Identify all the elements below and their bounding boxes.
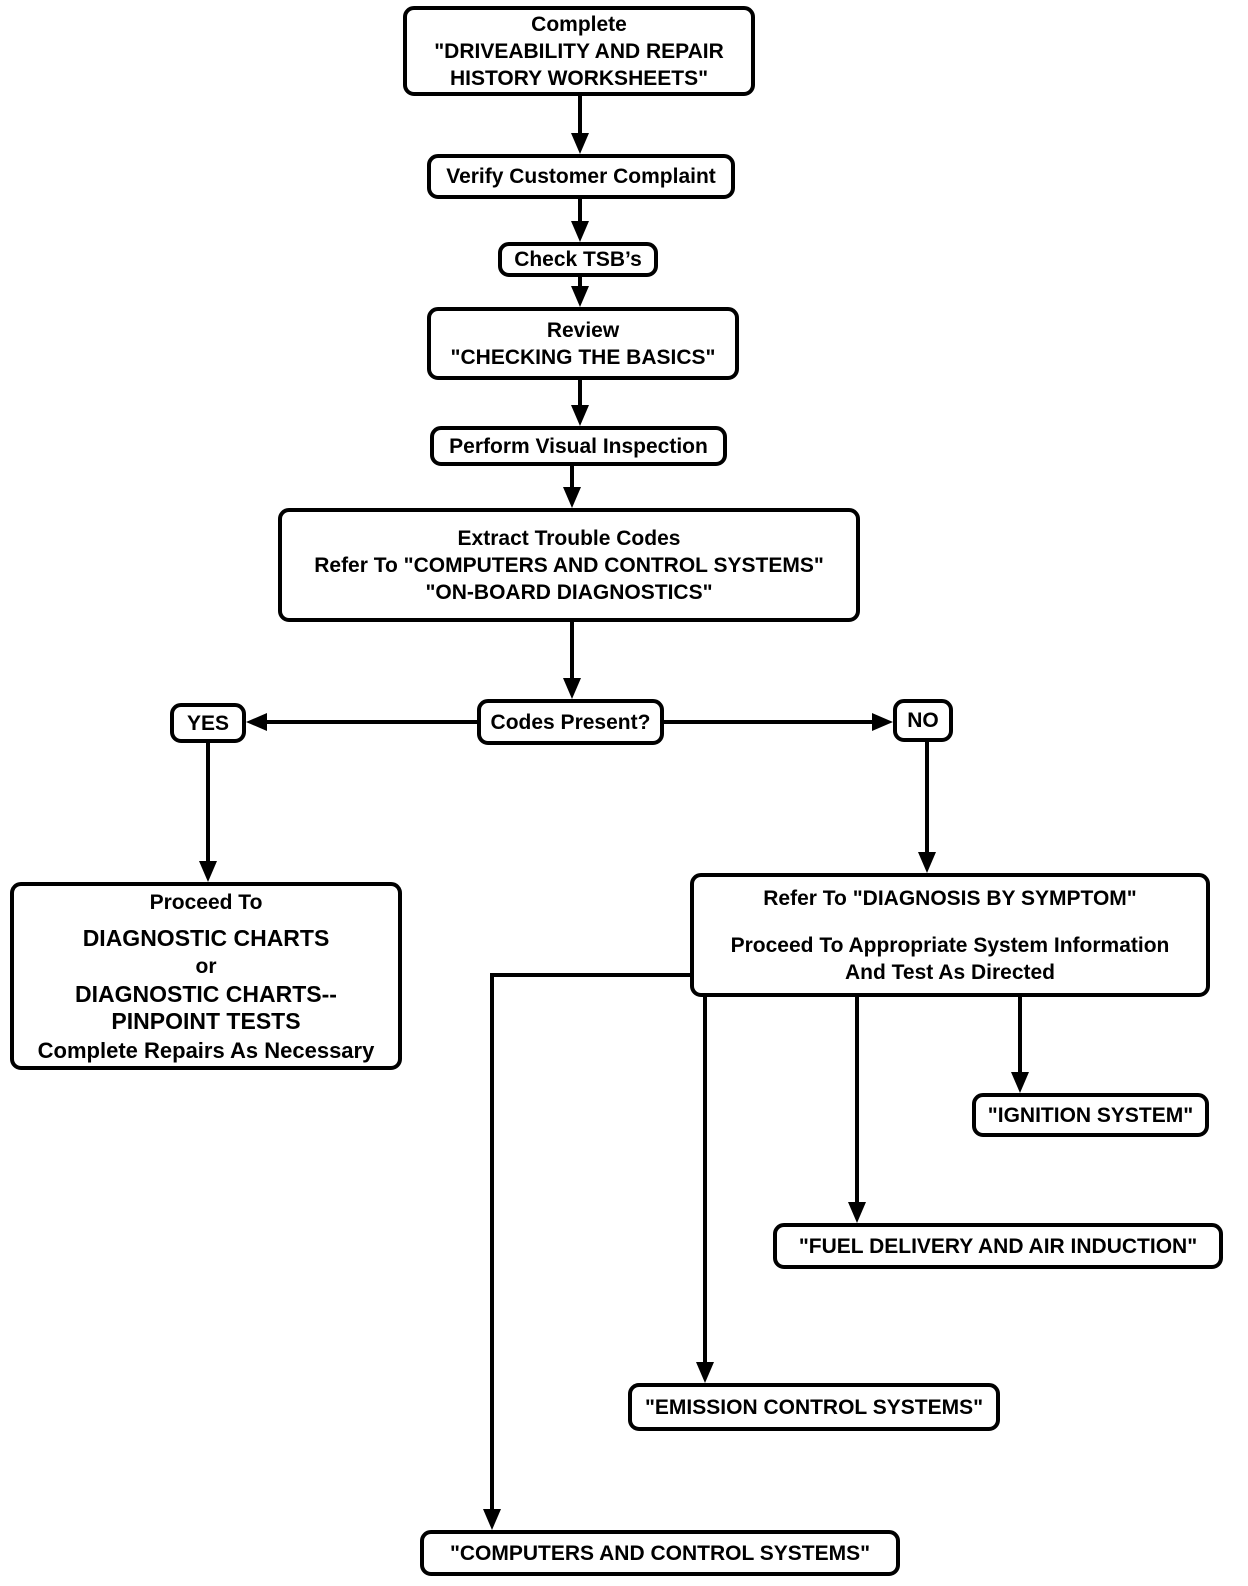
node-label: NO xyxy=(907,709,939,732)
node-label: Review xyxy=(546,318,620,342)
node-label: "COMPUTERS AND CONTROL SYSTEMS" xyxy=(449,1541,871,1565)
node-label: Perform Visual Inspection xyxy=(449,434,708,458)
arrow-codes-present-to-no xyxy=(664,713,893,731)
node-label: And Test As Directed xyxy=(844,960,1056,984)
node-label: PINPOINT TESTS xyxy=(111,1007,301,1034)
node-refer-diagnosis-by-symptom: Refer To "DIAGNOSIS BY SYMPTOM" Proceed … xyxy=(690,873,1210,997)
arrow-review-to-visual-inspection xyxy=(571,380,589,426)
node-perform-visual-inspection: Perform Visual Inspection xyxy=(430,426,727,466)
node-label: HISTORY WORKSHEETS" xyxy=(449,66,709,90)
node-label: Refer To "COMPUTERS AND CONTROL SYSTEMS" xyxy=(314,553,824,577)
node-review-checking-the-basics: Review "CHECKING THE BASICS" xyxy=(427,307,739,380)
node-label: "CHECKING THE BASICS" xyxy=(450,345,716,369)
node-proceed-diagnostic-charts: Proceed To DIAGNOSTIC CHARTS or DIAGNOST… xyxy=(10,882,402,1070)
node-label: Complete Repairs As Necessary xyxy=(37,1037,375,1063)
arrow-visual-to-extract-codes xyxy=(563,466,581,508)
node-label: "FUEL DELIVERY AND AIR INDUCTION" xyxy=(798,1234,1198,1258)
node-label: Proceed To Appropriate System Informatio… xyxy=(730,933,1170,957)
arrow-codes-present-to-yes xyxy=(246,713,477,731)
node-yes: YES xyxy=(170,703,246,743)
node-label: YES xyxy=(186,711,230,735)
arrow-refer-to-fuel-delivery xyxy=(848,997,866,1223)
node-label: DIAGNOSTIC CHARTS xyxy=(82,924,330,951)
node-label: "EMISSION CONTROL SYSTEMS" xyxy=(644,1395,984,1419)
arrow-refer-to-ignition-system xyxy=(1011,997,1029,1093)
node-label: or xyxy=(195,954,217,978)
node-label: "IGNITION SYSTEM" xyxy=(987,1103,1194,1127)
node-label: Refer To "DIAGNOSIS BY SYMPTOM" xyxy=(763,886,1137,910)
node-extract-trouble-codes: Extract Trouble Codes Refer To "COMPUTER… xyxy=(278,508,860,622)
node-verify-customer-complaint: Verify Customer Complaint xyxy=(427,154,735,199)
node-complete-worksheets: Complete "DRIVEABILITY AND REPAIR HISTOR… xyxy=(403,6,755,96)
node-computers-and-control-systems: "COMPUTERS AND CONTROL SYSTEMS" xyxy=(420,1530,900,1576)
arrow-yes-to-proceed xyxy=(199,743,217,882)
node-codes-present: Codes Present? xyxy=(477,699,664,745)
arrow-refer-to-emission-control xyxy=(696,997,714,1383)
node-no: NO xyxy=(893,699,953,742)
node-label: "ON-BOARD DIAGNOSTICS" xyxy=(425,580,713,604)
node-label: Complete xyxy=(531,12,627,36)
arrow-complete-to-verify xyxy=(571,96,589,154)
node-label: Codes Present? xyxy=(490,710,651,734)
node-check-tsbs: Check TSB’s xyxy=(498,242,658,277)
node-label: Verify Customer Complaint xyxy=(446,165,716,188)
arrow-refer-to-computers-control xyxy=(483,973,690,1530)
arrow-check-tsbs-to-review xyxy=(571,277,589,307)
node-label: Extract Trouble Codes xyxy=(457,526,681,550)
arrow-extract-to-codes-present xyxy=(563,622,581,699)
node-label: Check TSB’s xyxy=(514,248,642,271)
arrow-no-to-refer xyxy=(918,742,936,873)
node-fuel-delivery-air-induction: "FUEL DELIVERY AND AIR INDUCTION" xyxy=(773,1223,1223,1269)
node-emission-control-systems: "EMISSION CONTROL SYSTEMS" xyxy=(628,1383,1000,1431)
node-label: Proceed To xyxy=(149,890,263,914)
node-ignition-system: "IGNITION SYSTEM" xyxy=(972,1093,1209,1137)
node-label: DIAGNOSTIC CHARTS-- xyxy=(75,980,337,1007)
arrow-verify-to-check-tsbs xyxy=(571,199,589,242)
node-label: "DRIVEABILITY AND REPAIR xyxy=(434,39,724,63)
